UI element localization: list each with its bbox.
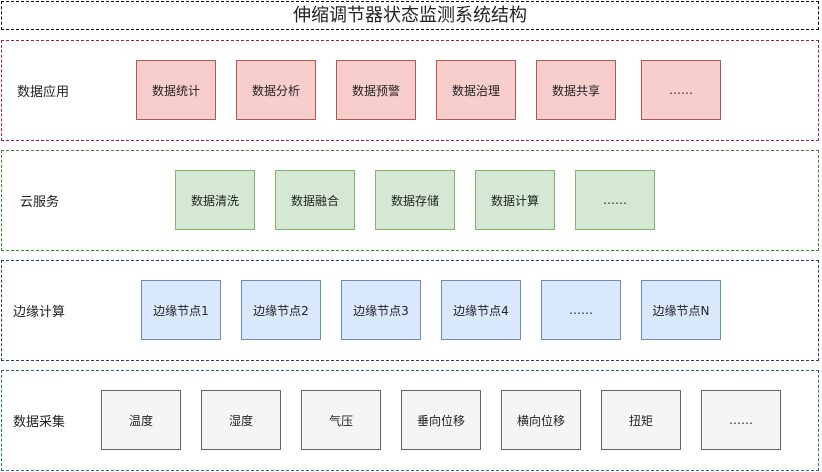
node-torque: 扭矩 [601, 390, 681, 450]
layer-edge-computing: 边缘计算 边缘节点1 边缘节点2 边缘节点3 边缘节点4 …… 边缘节点N [1, 260, 819, 361]
node-data-governance: 数据治理 [436, 60, 516, 120]
layer-label: 云服务 [20, 195, 60, 210]
node-data-sharing: 数据共享 [536, 60, 616, 120]
layer-data-application: 数据应用 数据统计 数据分析 数据预警 数据治理 数据共享 …… [1, 40, 819, 141]
node-data-analysis: 数据分析 [236, 60, 316, 120]
layer-cloud-service: 云服务 数据清洗 数据融合 数据存储 数据计算 …… [1, 150, 819, 251]
node-ellipsis: …… [641, 60, 721, 120]
node-data-fusion: 数据融合 [275, 170, 355, 230]
node-edge-1: 边缘节点1 [141, 280, 221, 340]
node-ellipsis: …… [575, 170, 655, 230]
diagram-title: 伸缩调节器状态监测系统结构 [1, 1, 819, 30]
node-vertical-displacement: 垂向位移 [401, 390, 481, 450]
node-humidity: 湿度 [201, 390, 281, 450]
layer-label: 数据应用 [17, 85, 70, 100]
layer-label: 数据采集 [13, 415, 66, 430]
layer-data-collection: 数据采集 温度 湿度 气压 垂向位移 横向位移 扭矩 …… [1, 370, 819, 471]
node-lateral-displacement: 横向位移 [501, 390, 581, 450]
node-data-statistics: 数据统计 [136, 60, 216, 120]
node-data-computing: 数据计算 [475, 170, 555, 230]
node-temperature: 温度 [101, 390, 181, 450]
node-data-cleaning: 数据清洗 [175, 170, 255, 230]
node-air-pressure: 气压 [301, 390, 381, 450]
layer-label: 边缘计算 [13, 305, 66, 320]
node-edge-3: 边缘节点3 [341, 280, 421, 340]
node-edge-n: 边缘节点N [641, 280, 721, 340]
node-data-storage: 数据存储 [375, 170, 455, 230]
node-data-warning: 数据预警 [336, 60, 416, 120]
node-ellipsis: …… [541, 280, 621, 340]
node-edge-2: 边缘节点2 [241, 280, 321, 340]
node-ellipsis: …… [701, 390, 781, 450]
node-edge-4: 边缘节点4 [441, 280, 521, 340]
